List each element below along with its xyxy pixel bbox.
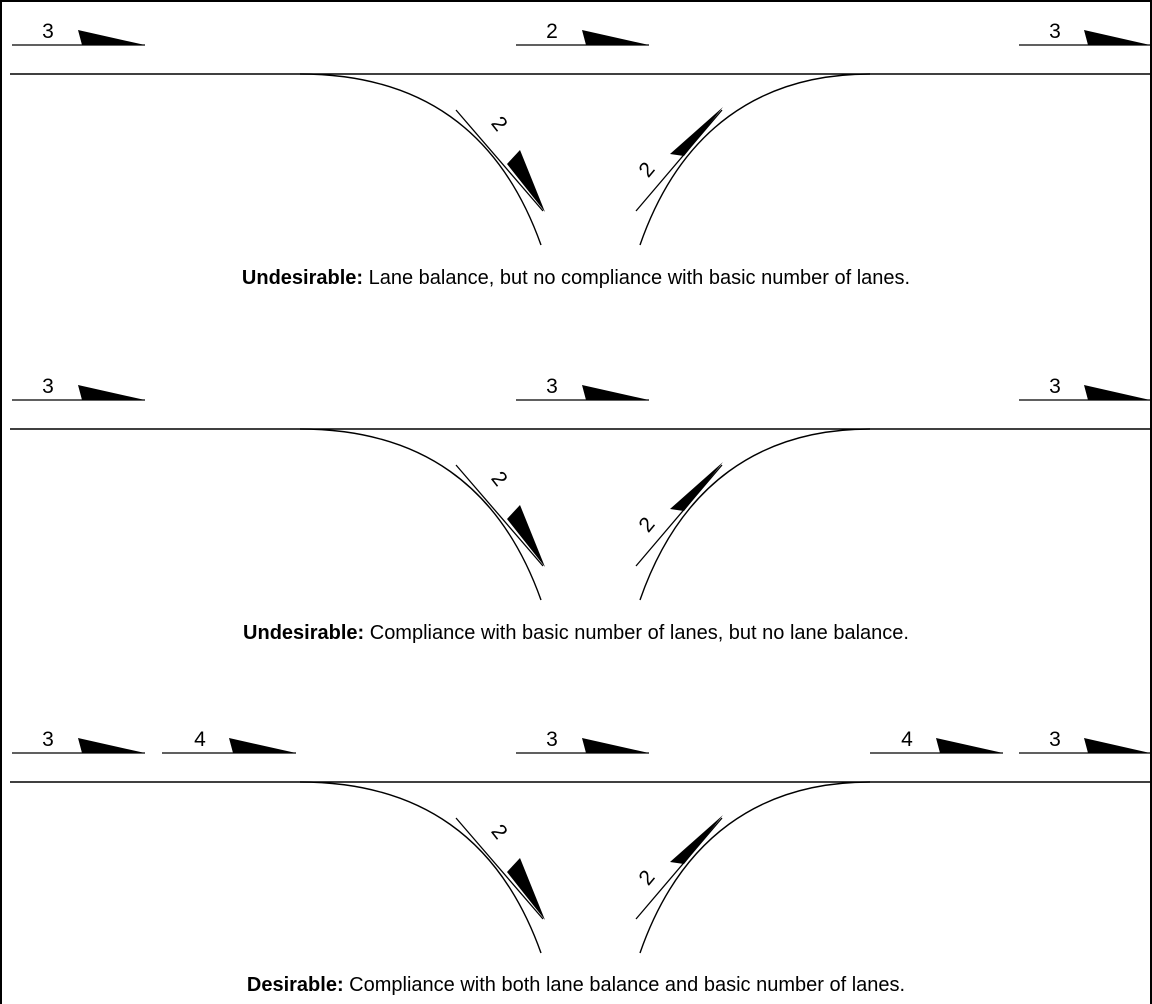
mainline-segment-2: 3 bbox=[516, 375, 649, 401]
exit-ramp-arrow-icon bbox=[507, 505, 545, 567]
lane-count-label: 4 bbox=[194, 728, 206, 751]
mainline-segment-2: 2 bbox=[516, 20, 649, 46]
direction-arrow-icon bbox=[582, 738, 649, 753]
caption-text: Compliance with basic number of lanes, b… bbox=[364, 622, 909, 644]
lane-count-label: 3 bbox=[1049, 375, 1061, 398]
direction-arrow-icon bbox=[582, 385, 649, 400]
exit-ramp-arrow-icon bbox=[507, 150, 545, 212]
exit-ramp-curve bbox=[299, 428, 542, 601]
caption-rating: Undesirable: bbox=[243, 622, 365, 644]
entrance-ramp-lane-count: 2 bbox=[634, 513, 659, 537]
panel-1: 3 2 3 2 2 bbox=[10, 20, 1150, 246]
exit-ramp-arrow-icon bbox=[507, 858, 545, 920]
lane-count-label: 4 bbox=[901, 728, 913, 751]
caption-text: Lane balance, but no compliance with bas… bbox=[363, 267, 911, 289]
direction-arrow-icon bbox=[78, 385, 145, 400]
direction-arrow-icon bbox=[1084, 738, 1150, 753]
mainline-segment-3: 3 bbox=[1019, 728, 1150, 754]
entrance-ramp-arrow-icon bbox=[670, 462, 723, 511]
entrance-ramp-lane-count: 2 bbox=[634, 158, 659, 182]
lane-count-label: 3 bbox=[42, 728, 54, 751]
mainline-segment-1: 3 bbox=[12, 375, 145, 401]
mainline-segment-2: 3 bbox=[516, 728, 649, 754]
entrance-ramp-lane-line bbox=[635, 464, 723, 567]
caption-rating: Undesirable: bbox=[241, 267, 364, 289]
direction-arrow-icon bbox=[229, 738, 296, 753]
entrance-ramp-lane-line bbox=[635, 817, 723, 920]
entrance-ramp-arrow-icon bbox=[670, 107, 723, 156]
entrance-ramp-curve bbox=[639, 73, 871, 246]
caption-rating: Desirable: bbox=[246, 974, 344, 996]
lane-count-label: 3 bbox=[546, 375, 558, 398]
caption-text: Compliance with both lane balance and ba… bbox=[343, 974, 906, 996]
exit-ramp-lane-count: 2 bbox=[486, 112, 511, 135]
lane-count-label: 3 bbox=[42, 375, 54, 398]
entrance-ramp-arrow-icon bbox=[670, 815, 723, 864]
caption-panel-3: Desirable: Compliance with both lane bal… bbox=[0, 973, 1152, 997]
mainline-segment-3: 3 bbox=[1019, 20, 1150, 46]
exit-ramp-lane-line bbox=[455, 817, 544, 920]
exit-ramp-lane-count: 2 bbox=[486, 467, 511, 490]
auxiliary-segment-1: 4 bbox=[162, 728, 296, 754]
direction-arrow-icon bbox=[78, 30, 145, 45]
entrance-ramp-lane-line bbox=[635, 109, 723, 212]
exit-ramp-lane-line bbox=[455, 464, 544, 567]
caption-panel-1: Undesirable: Lane balance, but no compli… bbox=[0, 266, 1152, 290]
direction-arrow-icon bbox=[936, 738, 1003, 753]
panel-3: 3 4 3 4 3 2 2 bbox=[10, 728, 1150, 954]
mainline-segment-1: 3 bbox=[12, 20, 145, 46]
mainline-segment-1: 3 bbox=[12, 728, 145, 754]
auxiliary-segment-2: 4 bbox=[870, 728, 1003, 754]
entrance-ramp-lane-count: 2 bbox=[634, 866, 659, 890]
mainline-segment-3: 3 bbox=[1019, 375, 1150, 401]
exit-ramp-lane-line bbox=[455, 109, 544, 212]
exit-ramp-lane-count: 2 bbox=[486, 820, 511, 843]
exit-ramp-curve bbox=[299, 781, 542, 954]
lane-count-label: 3 bbox=[1049, 20, 1061, 43]
lane-count-label: 3 bbox=[42, 20, 54, 43]
caption-panel-2: Undesirable: Compliance with basic numbe… bbox=[0, 621, 1152, 645]
direction-arrow-icon bbox=[1084, 385, 1150, 400]
direction-arrow-icon bbox=[1084, 30, 1150, 45]
lane-count-label: 3 bbox=[1049, 728, 1061, 751]
exit-ramp-curve bbox=[299, 73, 542, 246]
direction-arrow-icon bbox=[582, 30, 649, 45]
direction-arrow-icon bbox=[78, 738, 145, 753]
entrance-ramp-curve bbox=[639, 428, 871, 601]
entrance-ramp-curve bbox=[639, 781, 871, 954]
panel-2: 3 3 3 2 2 bbox=[10, 375, 1150, 601]
lane-count-label: 2 bbox=[546, 20, 558, 43]
lane-count-label: 3 bbox=[546, 728, 558, 751]
